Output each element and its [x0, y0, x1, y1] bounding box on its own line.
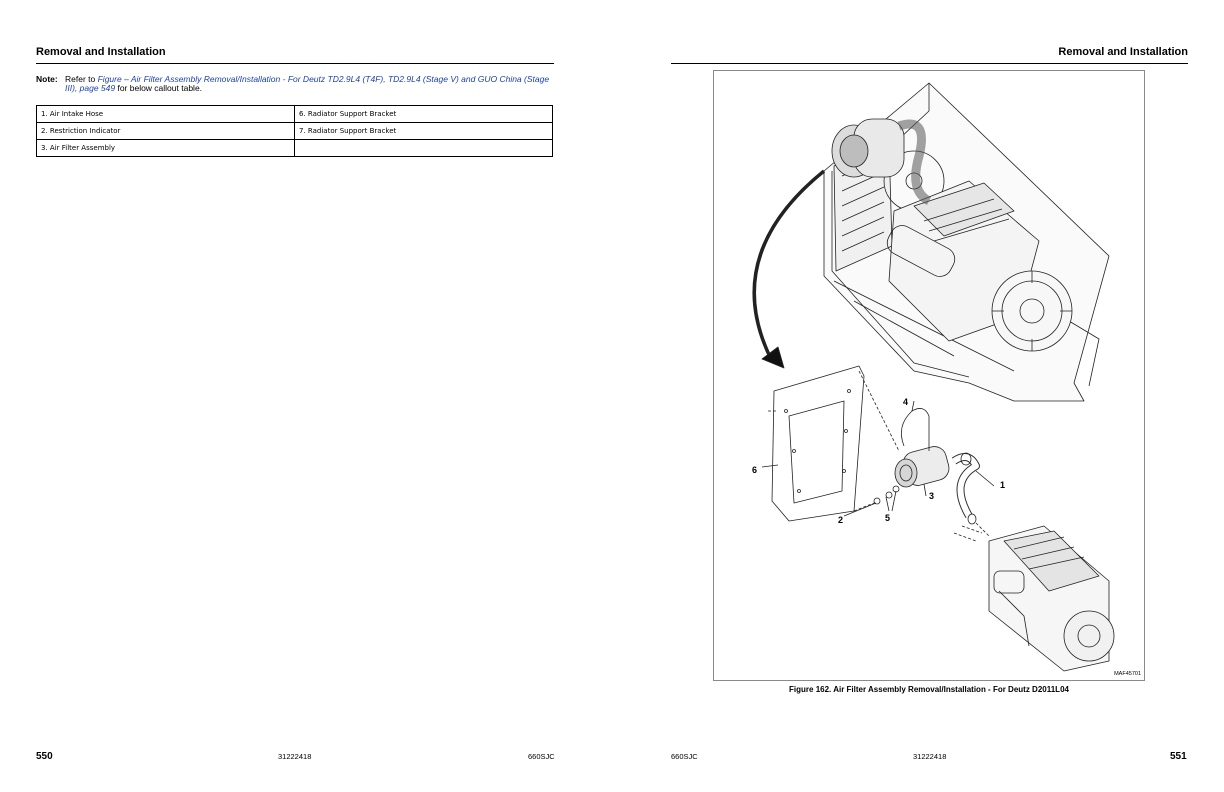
header-rule: [36, 63, 554, 64]
note-suffix: for below callout table.: [115, 83, 203, 93]
table-cell: 3. Air Filter Assembly: [36, 139, 295, 157]
table-cell: 6. Radiator Support Bracket: [294, 105, 553, 123]
figure-caption: Figure 162. Air Filter Assembly Removal/…: [789, 685, 1069, 694]
page-number: 551: [1170, 751, 1187, 762]
section-title: Removal and Installation: [36, 46, 166, 58]
callout-2: 2: [838, 515, 844, 525]
figure-reference-link[interactable]: Figure – Air Filter Assembly Removal/Ins…: [65, 74, 550, 93]
callout-1: 1: [1000, 480, 1006, 490]
note-body: Refer to Figure – Air Filter Assembly Re…: [65, 75, 555, 93]
table-row: 1. Air Intake Hose 6. Radiator Support B…: [36, 105, 553, 123]
doc-number: 31222418: [913, 752, 947, 761]
right-page: Removal and Installation: [612, 0, 1224, 792]
model-name: 660SJC: [671, 752, 698, 761]
section-title: Removal and Installation: [1058, 46, 1188, 58]
callout-4: 4: [903, 397, 909, 407]
table-cell: 1. Air Intake Hose: [36, 105, 295, 123]
page-number: 550: [36, 751, 53, 762]
figure-code: MAF45701: [1114, 671, 1141, 677]
callout-6: 6: [752, 465, 758, 475]
doc-number: 31222418: [278, 752, 312, 761]
left-page: Removal and Installation Note: Refer to …: [36, 46, 555, 762]
table-row: 3. Air Filter Assembly: [36, 139, 553, 157]
table-cell: 2. Restriction Indicator: [36, 122, 295, 140]
table-row: 2. Restriction Indicator 7. Radiator Sup…: [36, 122, 553, 140]
table-cell: 7. Radiator Support Bracket: [294, 122, 553, 140]
exploded-view-illustration: [752, 82, 1115, 672]
callout-table: 1. Air Intake Hose 6. Radiator Support B…: [36, 105, 553, 157]
callout-3: 3: [929, 491, 935, 501]
figure-frame: 6 4 3 1 2 5 MAF45701: [713, 70, 1145, 681]
note-prefix: Refer to: [65, 74, 98, 84]
callout-5: 5: [885, 513, 891, 523]
header-rule: [671, 63, 1188, 64]
model-name: 660SJC: [528, 752, 555, 761]
table-cell: [294, 139, 553, 157]
note-label: Note:: [36, 74, 58, 84]
